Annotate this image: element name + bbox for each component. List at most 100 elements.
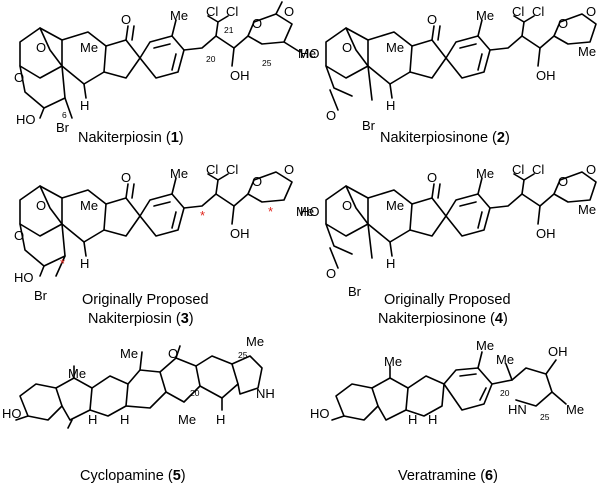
h-label: H [80,256,89,271]
me-label: Me [578,44,596,59]
cl-label: Cl [206,4,218,19]
ring-o-label: O [168,346,178,361]
position-20-label: 20 [500,388,510,398]
hn-label: HN [508,402,527,417]
cl-label: Cl [226,4,238,19]
h-label: H [428,412,437,427]
me-label: Me [68,366,86,381]
me-label: Me [178,412,196,427]
stereo-marker: * [268,204,273,219]
me-label: Me [170,8,188,23]
molecule-nakiterpiosin: Me O Me Cl Cl 21 20 OH O O 25 Me O O H H… [14,1,316,135]
ketone-o-label: O [427,12,437,27]
oh-label: OH [548,344,568,359]
h-label: H [80,98,89,113]
ring-o-label: O [558,16,568,31]
me-label: Me [566,402,584,417]
caption-originally-proposed-nakiterpiosinone: Nakiterpiosinone (4) [378,311,508,327]
ho-label: HO [16,112,36,127]
molecule-originally-proposed-nakiterpiosinone: Me O Me Cl Cl OH O O Me HO O O H Br [300,162,597,299]
me-label: Me [476,338,494,353]
position-25-label: 25 [262,58,272,68]
me-label: Me [476,8,494,23]
h-label: H [408,412,417,427]
me-label: Me [578,202,596,217]
me-label: Me [80,198,98,213]
me-label: Me [246,334,264,349]
molecule-veratramine: Me Me Me 20 OH HN 25 Me H H HO [310,338,584,427]
me-label: Me [384,354,402,369]
caption-nakiterpiosin: Nakiterpiosin (1) [78,130,184,146]
cl-label: Cl [226,162,238,177]
position-6-label: 6 [62,110,67,120]
me-label: Me [496,352,514,367]
molecule-originally-proposed-nakiterpiosin: Me O Me Cl Cl * OH O O * Me O O H HO * B… [14,162,314,303]
ho-label: HO [2,406,22,421]
oh-label: OH [230,226,250,241]
position-25-label: 25 [540,412,550,422]
ketone-o-label: O [326,108,336,123]
bridge-o-label: O [36,40,46,55]
stereo-marker: * [200,208,205,223]
ring-o-label: O [252,174,262,189]
position-25-label: 25 [238,350,248,360]
cl-label: Cl [206,162,218,177]
h-label: H [120,412,129,427]
cl-label: Cl [512,162,524,177]
h-label: H [216,412,225,427]
caption-originally-proposed-nakiterpiosin: Nakiterpiosin (3) [88,311,194,327]
br-label: Br [362,118,376,133]
br-label: Br [34,288,48,303]
me-label: Me [120,346,138,361]
me-label: Me [386,198,404,213]
oh-label: OH [230,68,250,83]
h-label: H [386,256,395,271]
me-label: Me [170,166,188,181]
position-20-label: 20 [206,54,216,64]
ketone-o-label: O [121,170,131,185]
me-label: Me [386,40,404,55]
me-label: Me [296,204,314,219]
ho-label: HO [310,406,330,421]
bridge-o-label: O [342,198,352,213]
ring-o-label: O [558,174,568,189]
ring-o-label: O [252,16,262,31]
carbonyl-o-label: O [284,4,294,19]
oh-label: OH [536,68,556,83]
caption-originally-proposed-line: Originally Proposed [384,292,511,308]
caption-veratramine: Veratramine (6) [398,468,498,484]
carbonyl-o-label: O [586,4,596,19]
ring-o-label: O [14,70,24,85]
nh-label: NH [256,386,275,401]
ho-label: HO [14,270,34,285]
position-21-label: 21 [224,25,234,35]
bridge-o-label: O [36,198,46,213]
h-label: H [386,98,395,113]
caption-cyclopamine: Cyclopamine (5) [80,468,186,484]
molecule-nakiterpiosinone: Me O Me Cl Cl OH O O Me HO O O H Br [300,4,597,133]
stereo-marker: * [60,256,65,271]
cl-label: Cl [532,4,544,19]
caption-nakiterpiosinone: Nakiterpiosinone (2) [380,130,510,146]
carbonyl-o-label: O [284,162,294,177]
position-20-label: 20 [190,388,200,398]
ketone-o-label: O [121,12,131,27]
caption-originally-proposed-line: Originally Proposed [82,292,209,308]
me-label: Me [80,40,98,55]
cl-label: Cl [532,162,544,177]
ketone-o-label: O [326,266,336,281]
oh-label: OH [536,226,556,241]
br-label: Br [348,284,362,299]
me-label: Me [476,166,494,181]
ketone-o-label: O [427,170,437,185]
cl-label: Cl [512,4,524,19]
ho-label: HO [300,204,320,219]
me-label: Me [298,46,316,61]
carbonyl-o-label: O [586,162,596,177]
ring-o-label: O [14,228,24,243]
h-label: H [88,412,97,427]
br-label: Br [56,120,70,135]
bridge-o-label: O [342,40,352,55]
molecule-cyclopamine: Me Me O Me 25 NH 20 H H H HO Me [2,334,275,429]
ho-label: HO [300,46,320,61]
